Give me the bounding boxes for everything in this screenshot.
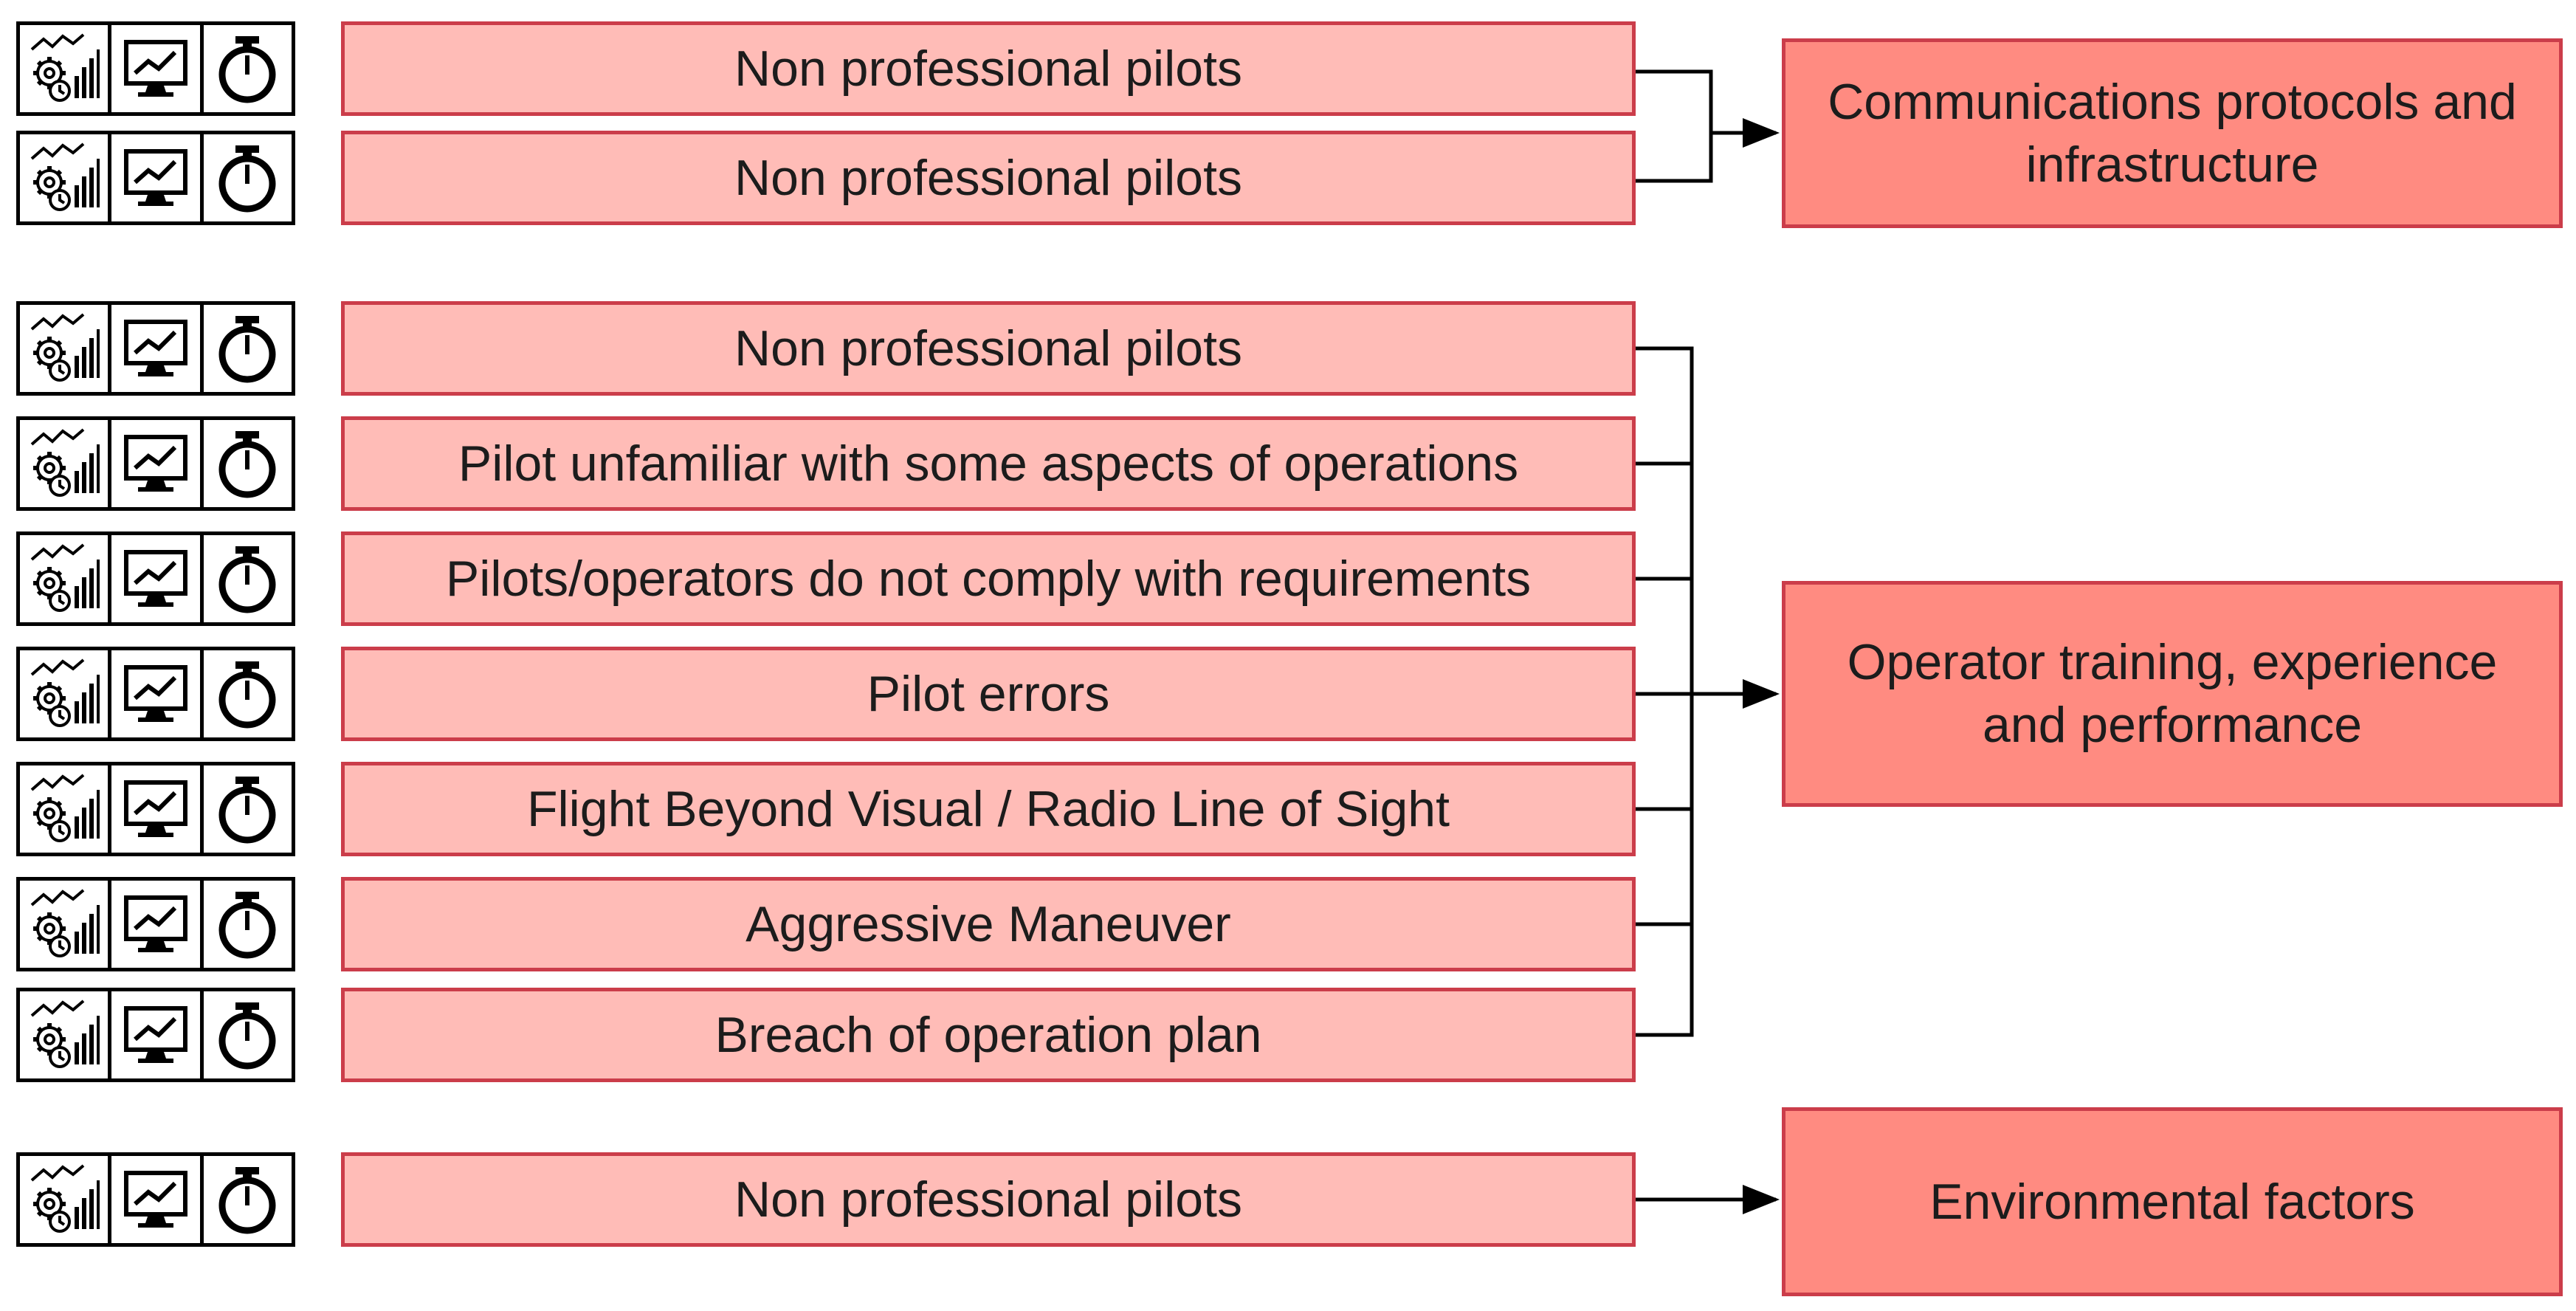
cause-label: Breach of operation plan [714, 1007, 1262, 1063]
monitor-chart-icon [108, 881, 199, 968]
effect-box: Communications protocols and infrastruct… [1782, 38, 2563, 228]
cause-label: Non professional pilots [734, 320, 1242, 376]
gears-chart-clock-icon [20, 535, 108, 622]
cause-label: Pilots/operators do not comply with requ… [445, 551, 1532, 607]
stopwatch-icon [199, 650, 292, 737]
stopwatch-icon [199, 765, 292, 853]
cause-label: Pilot unfamiliar with some aspects of op… [458, 436, 1519, 492]
monitor-chart-icon [108, 420, 199, 507]
connector-line [1636, 69, 1713, 183]
cause-box: Pilot unfamiliar with some aspects of op… [341, 416, 1636, 511]
cause-box: Flight Beyond Visual / Radio Line of Sig… [341, 762, 1636, 856]
monitor-chart-icon [108, 25, 199, 112]
stopwatch-icon [199, 881, 292, 968]
gears-chart-clock-icon [20, 650, 108, 737]
icon-strip [16, 131, 295, 225]
gears-chart-clock-icon [20, 305, 108, 392]
monitor-chart-icon [108, 650, 199, 737]
icon-strip [16, 1152, 295, 1247]
gears-chart-clock-icon [20, 1156, 108, 1243]
stopwatch-icon [199, 305, 292, 392]
cause-box: Non professional pilots [341, 1152, 1636, 1247]
monitor-chart-icon [108, 1156, 199, 1243]
cause-box: Non professional pilots [341, 21, 1636, 116]
gears-chart-clock-icon [20, 25, 108, 112]
cause-box: Pilots/operators do not comply with requ… [341, 531, 1636, 626]
cause-box: Aggressive Maneuver [341, 877, 1636, 971]
gears-chart-clock-icon [20, 991, 108, 1078]
monitor-chart-icon [108, 134, 199, 221]
effect-box: Operator training, experience and perfor… [1782, 581, 2563, 807]
effect-label: Communications protocols and infrastruct… [1828, 73, 2517, 193]
stopwatch-icon [199, 25, 292, 112]
cause-label: Non professional pilots [734, 1171, 1242, 1228]
stopwatch-icon [199, 991, 292, 1078]
monitor-chart-icon [108, 305, 199, 392]
icon-strip [16, 301, 295, 396]
gears-chart-clock-icon [20, 134, 108, 221]
monitor-chart-icon [108, 991, 199, 1078]
cause-label: Aggressive Maneuver [745, 896, 1231, 952]
cause-label: Non professional pilots [734, 150, 1242, 206]
cause-label: Non professional pilots [734, 41, 1242, 97]
cause-box: Non professional pilots [341, 301, 1636, 396]
gears-chart-clock-icon [20, 420, 108, 507]
icon-strip [16, 762, 295, 856]
cause-label: Pilot errors [867, 666, 1110, 722]
cause-label: Flight Beyond Visual / Radio Line of Sig… [527, 781, 1450, 837]
stopwatch-icon [199, 1156, 292, 1243]
monitor-chart-icon [108, 535, 199, 622]
stopwatch-icon [199, 134, 292, 221]
effect-label: Environmental factors [1929, 1173, 2415, 1230]
cause-box: Breach of operation plan [341, 988, 1636, 1082]
gears-chart-clock-icon [20, 765, 108, 853]
icon-strip [16, 416, 295, 511]
cause-box: Pilot errors [341, 647, 1636, 741]
stopwatch-icon [199, 535, 292, 622]
icon-strip [16, 21, 295, 116]
stopwatch-icon [199, 420, 292, 507]
gears-chart-clock-icon [20, 881, 108, 968]
icon-strip [16, 988, 295, 1082]
monitor-chart-icon [108, 765, 199, 853]
cause-box: Non professional pilots [341, 131, 1636, 225]
effect-label: Operator training, experience and perfor… [1847, 634, 2498, 753]
icon-strip [16, 877, 295, 971]
icon-strip [16, 531, 295, 626]
icon-strip [16, 647, 295, 741]
connector-line [1636, 346, 1694, 1037]
effect-box: Environmental factors [1782, 1107, 2563, 1296]
